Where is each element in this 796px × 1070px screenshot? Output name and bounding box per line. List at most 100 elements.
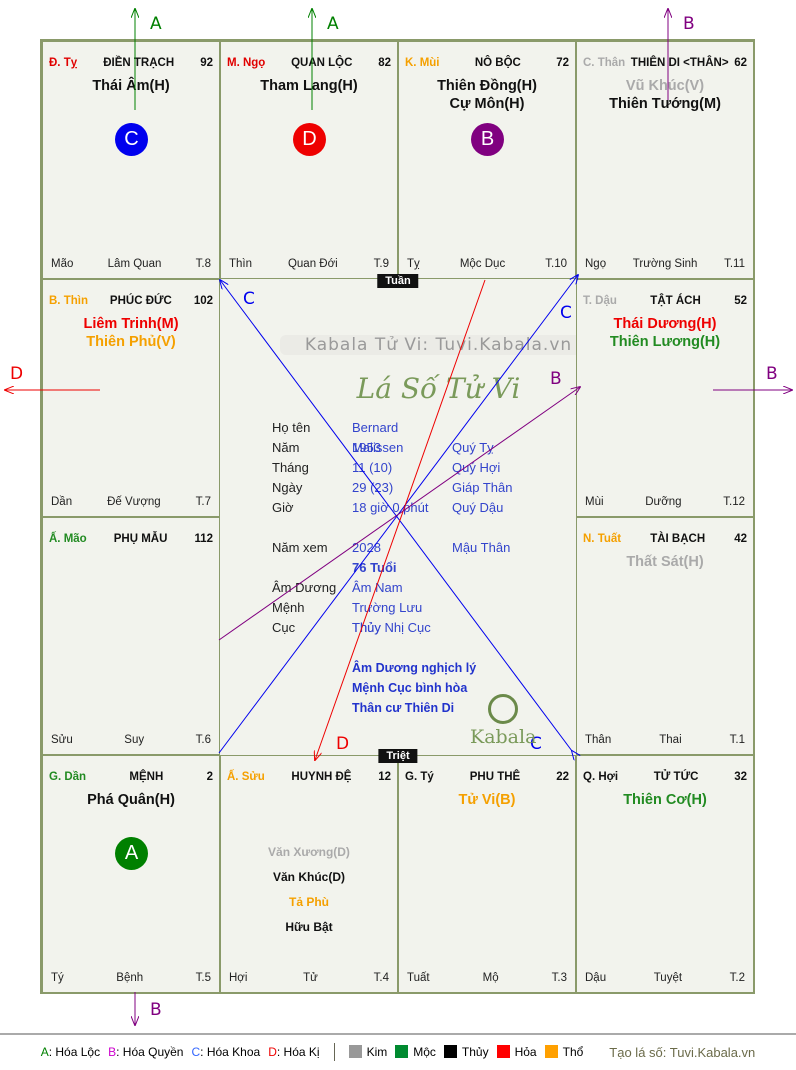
period: T.7 (195, 496, 211, 508)
info-value: 1953 (352, 440, 381, 455)
info-canchi: Quý Tỵ (452, 440, 494, 455)
star: Thiên Đồng(H) (437, 78, 537, 94)
info-label: Cục (272, 620, 296, 635)
main-stars: Thiên Đồng(H) Cự Môn(H) (399, 77, 575, 113)
legend-hoa: C: Hóa Khoa (191, 1045, 260, 1059)
legend-element: Thổ (544, 1045, 583, 1059)
legend-text: : Hóa Khoa (200, 1045, 261, 1059)
legend-text: Mộc (413, 1045, 436, 1059)
main-stars: Thất Sát(H) (577, 553, 753, 571)
palace-age: 102 (193, 295, 213, 307)
info-canchi: Quý Hợi (452, 460, 501, 475)
period: T.12 (723, 496, 745, 508)
palace-name: QUAN LỘC (291, 57, 353, 69)
can-chi: G. Dần (49, 771, 87, 783)
life-stage: Tử (303, 972, 318, 984)
palace-age: 72 (556, 57, 569, 69)
palace-age: 112 (194, 533, 213, 545)
star: Tử Vi(B) (458, 792, 516, 808)
label-a: A (150, 14, 162, 34)
legend-key: B (108, 1045, 117, 1059)
period: T.3 (551, 972, 567, 984)
main-stars: Thiên Cơ(H) (577, 791, 753, 809)
legend-text: : Hóa Kị (276, 1045, 320, 1059)
star: Vũ Khúc(V) (625, 78, 705, 94)
life-stage: Trường Sinh (632, 258, 698, 270)
label-b: B (766, 364, 778, 384)
info-label: Giờ (272, 500, 294, 515)
palace-age: 42 (734, 533, 747, 545)
minor-star: Văn Khúc(D) (273, 870, 345, 884)
transformation-badge: C (115, 123, 148, 156)
period: T.1 (729, 734, 745, 746)
info-label: Tháng (272, 460, 309, 475)
color-swatch (348, 1045, 362, 1058)
can-chi: G. Tý (405, 771, 434, 783)
color-swatch (443, 1045, 457, 1058)
palace-name: MỆNH (129, 771, 164, 783)
can-chi: Ấ. Mão (49, 533, 87, 545)
note: Âm Dương nghịch lý (352, 661, 477, 675)
legend-key: D (268, 1045, 277, 1059)
life-stage: Tuyệt (653, 972, 683, 984)
palace-name: HUYNH ĐỆ (291, 771, 352, 783)
legend-text: : Hóa Quyền (116, 1045, 184, 1059)
branch: Ngọ (585, 258, 607, 270)
branch: Tuất (407, 972, 430, 984)
palace-age: 22 (556, 771, 569, 783)
info-label: Ngày (272, 480, 303, 495)
info-value: Trường Lưu Thủy (352, 600, 423, 635)
center-info: Kabala Tử Vi: Tuvi.Kabala.vn Lá Số Tử Vi… (260, 318, 617, 794)
life-stage: Quan Đới (287, 258, 338, 270)
main-stars: Thái Âm(H) (43, 77, 219, 95)
branch: Dần (51, 496, 73, 508)
star: Thiên Phủ(V) (86, 334, 176, 350)
period: T.6 (195, 734, 211, 746)
period: T.10 (545, 258, 567, 270)
branch: Mùi (585, 496, 604, 508)
legend-key: C (191, 1045, 201, 1059)
life-stage: Thai (659, 734, 682, 746)
info-value: 76 Tuổi (352, 560, 397, 575)
legend-text: : Hóa Lộc (48, 1045, 101, 1059)
logo-text: Kabala (470, 726, 537, 748)
can-chi: N. Tuất (583, 533, 622, 545)
can-chi: Đ. Tỵ (49, 57, 78, 69)
info-label: Âm Dương (272, 580, 337, 595)
star: Cự Môn(H) (449, 96, 525, 112)
palace-age: 32 (734, 771, 747, 783)
transformation-badge: A (115, 837, 148, 870)
info-label: Họ tên (272, 420, 311, 435)
can-chi: T. Dậu (583, 295, 617, 307)
can-chi: Q. Hợi (583, 771, 619, 783)
palace-name: THIÊN DI <THÂN> (630, 57, 729, 69)
minor-star: Văn Xương(D) (268, 845, 350, 859)
palace-age: 52 (734, 295, 747, 307)
info-label: Mệnh (272, 600, 305, 615)
palace-name: ĐIỀN TRẠCH (103, 57, 175, 69)
palace-age: 2 (206, 771, 213, 783)
